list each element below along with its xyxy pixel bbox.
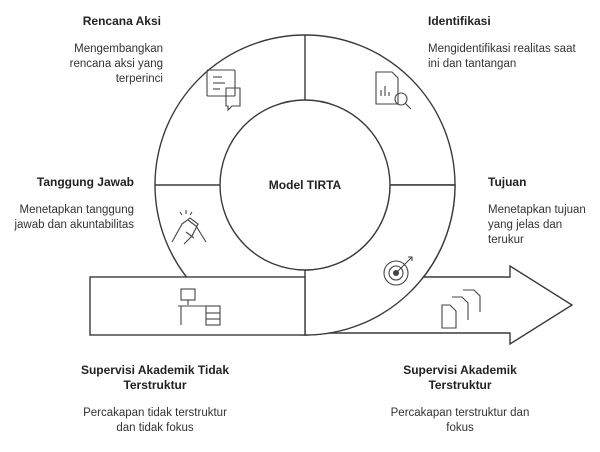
handshake-icon [171,210,207,245]
unstructured-desc: Percakapan tidak terstruktur dan tidak f… [83,407,227,434]
identifikasi-desc: Mengidentifikasi realitas saat ini dan t… [428,43,576,70]
documents-icon [441,289,481,329]
target-icon [383,256,413,286]
tujuan-desc: Menetapkan tujuan yang jelas dan terukur [488,204,586,246]
desk-icon [178,288,221,326]
identifikasi-title: Identifikasi [428,14,491,28]
tanggung-title: Tanggung Jawab [36,175,134,189]
inner-circle [219,99,391,271]
rencana-desc: Mengembangkan rencana aksi yang terperin… [69,43,163,85]
tanggung-desc: Menetapkan tanggung jawab dan akuntabili… [14,204,134,231]
structured-title: Supervisi Akademik Terstruktur [403,363,517,392]
action-plan-icon [206,69,241,112]
rencana-title: Rencana Aksi [82,14,161,28]
analysis-search-icon [375,71,412,110]
tujuan-title: Tujuan [488,175,527,189]
unstructured-title: Supervisi Akademik Tidak Terstruktur [80,363,230,392]
center-label: Model TIRTA [269,178,342,192]
structured-desc: Percakapan terstruktur dan fokus [390,407,530,434]
